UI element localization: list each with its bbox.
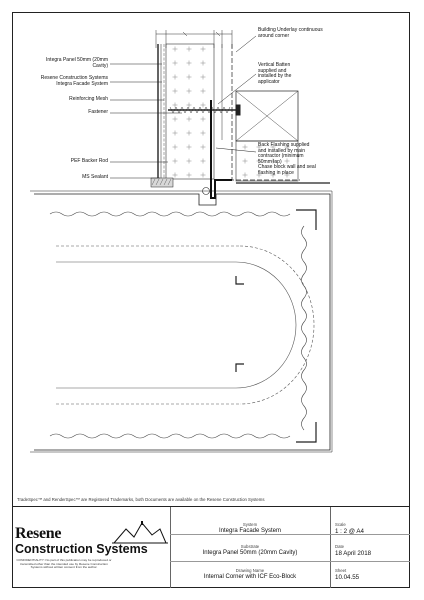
- fastener: [168, 104, 241, 116]
- title-block-row-line: [170, 534, 410, 535]
- back-flashing: [210, 100, 232, 199]
- label-fastener: Fastener: [88, 109, 108, 115]
- sheet-caption: Sheet: [335, 568, 347, 573]
- title-block-divider: [170, 507, 171, 588]
- system-caption: System: [242, 522, 258, 527]
- label-reinforcing-mesh: Reinforcing Mesh: [69, 96, 108, 102]
- trademark-notice: TradeSpec™ and RenderSpec™ are Registere…: [17, 497, 265, 502]
- construction-systems-logo-text: Construction Systems: [15, 542, 148, 556]
- drawing-name-value: Internal Corner with ICF Eco-Block: [203, 574, 297, 580]
- system-value: Integra Facade System: [218, 528, 282, 534]
- block-break-lines: [49, 211, 307, 439]
- insulation-core: [56, 245, 315, 405]
- leader-lines: [110, 35, 257, 179]
- label-vertical-batten: Vertical Batten supplied and installed b…: [258, 62, 292, 85]
- vertical-batten: [235, 90, 299, 142]
- scale-value: 1 : 2 @ A4: [335, 528, 364, 535]
- sheet-value: 10.04.55: [335, 574, 360, 581]
- title-block-row-line: [170, 561, 410, 562]
- label-resene-system: Resene Construction Systems Integra Faca…: [40, 75, 108, 87]
- title-block-divider: [330, 507, 331, 588]
- label-integra-panel: Integra Panel 50mm (20mm Cavity): [46, 57, 108, 69]
- sealant-joint: [150, 177, 210, 195]
- drawing-sheet-border: [12, 12, 410, 588]
- house-silhouette-icon: [112, 521, 168, 544]
- drawing-name-caption: Drawing Name: [235, 568, 265, 573]
- label-building-underlay: Building Underlay continuous around corn…: [258, 27, 323, 39]
- label-pef-backer-rod: PEF Backer Rod: [70, 158, 108, 164]
- title-block: Resene Construction Systems CONFIDENTIAL…: [12, 506, 410, 588]
- icf-eco-block: [30, 190, 333, 453]
- date-caption: Date: [335, 544, 345, 549]
- resene-logo-text: Resene: [15, 525, 62, 542]
- label-back-flashing: Back Flashing supplied and installed by …: [258, 142, 316, 176]
- label-ms-sealant: MS Sealant: [82, 174, 108, 180]
- scale-caption: Scale: [335, 522, 346, 527]
- corner-markers: [235, 209, 317, 443]
- substrate-caption: Substrate: [240, 544, 260, 549]
- integra-panel-horizontal: [235, 140, 330, 184]
- confidentiality-notice: CONFIDENTIALITY: No part of this publica…: [16, 558, 112, 570]
- substrate-value: Integra Panel 50mm (20mm Cavity): [202, 550, 298, 556]
- date-value: 18 April 2018: [335, 550, 372, 557]
